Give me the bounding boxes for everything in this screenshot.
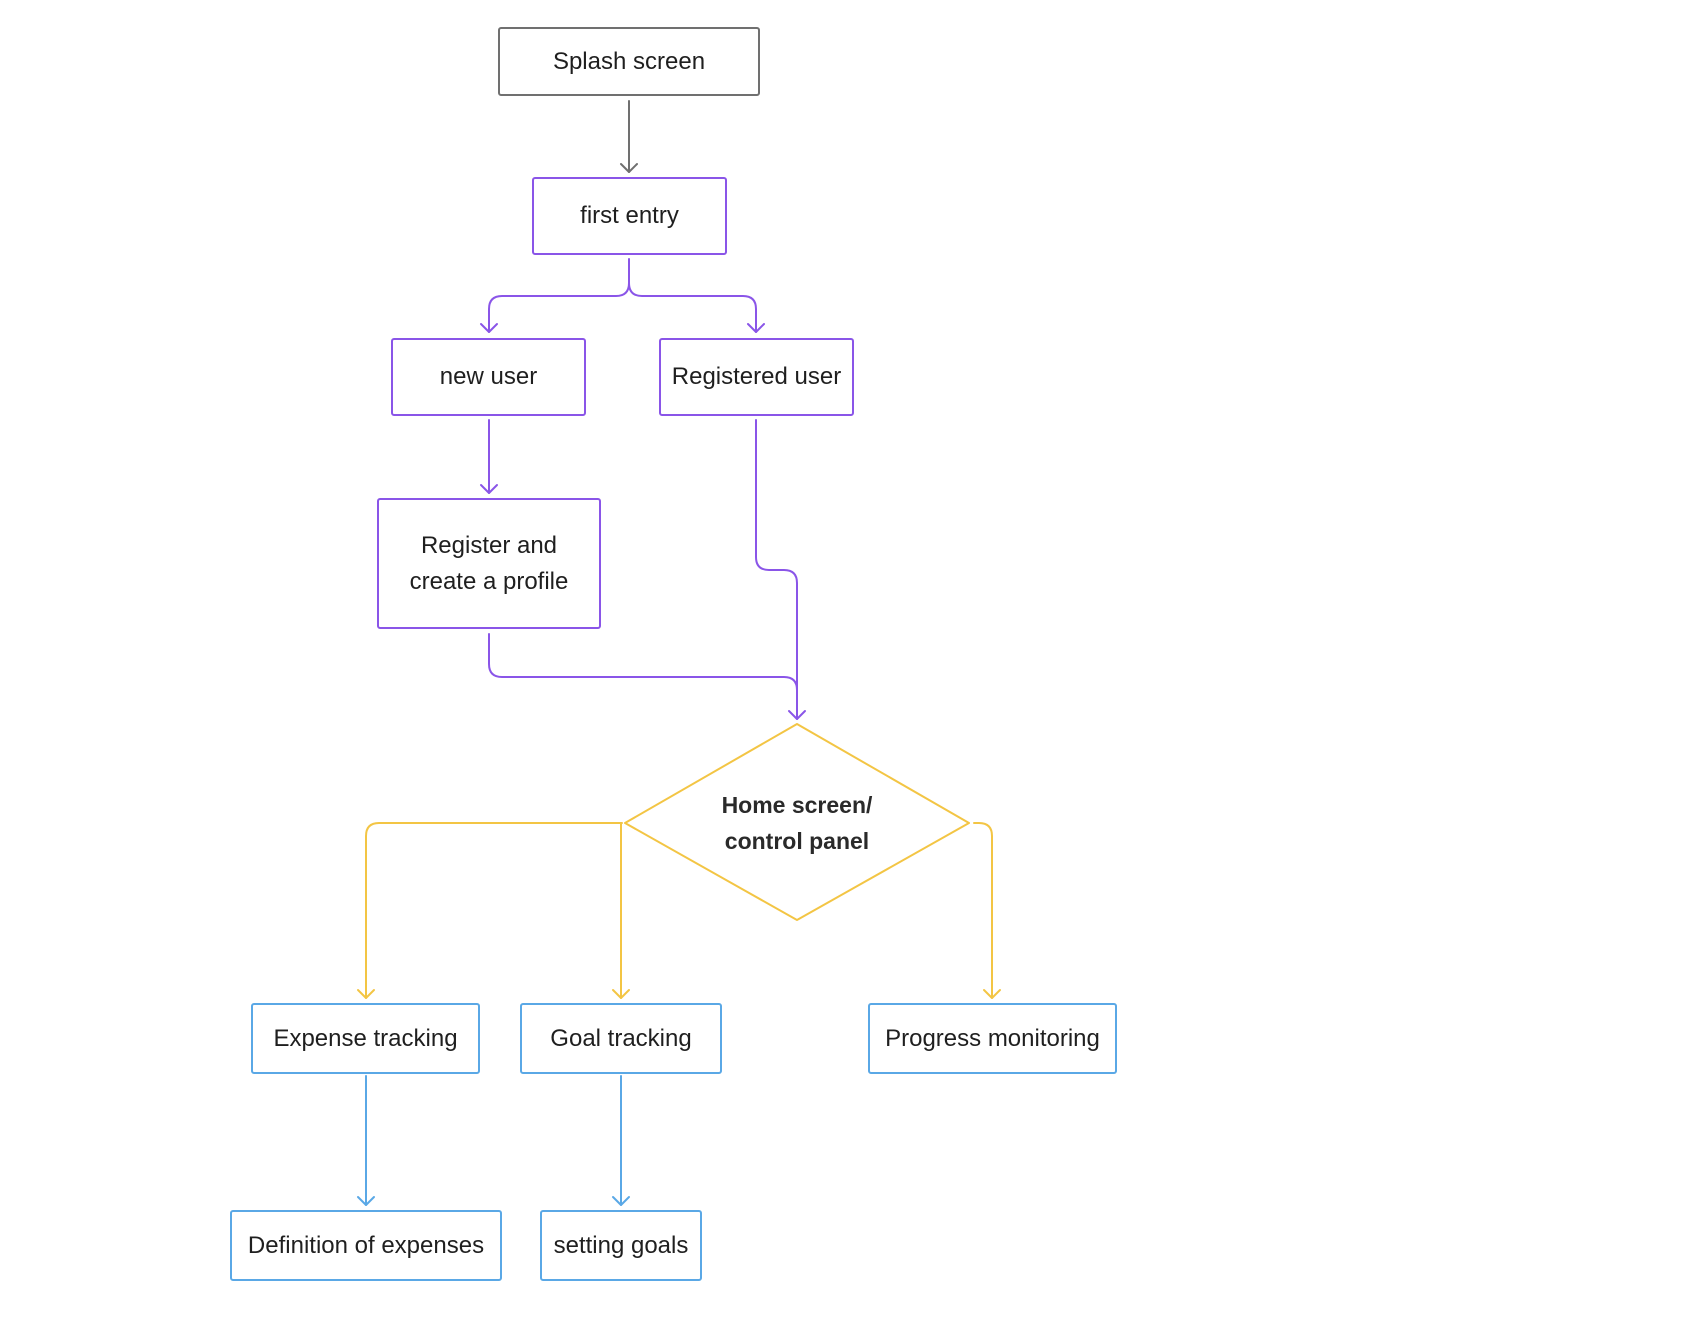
setting-goals-node[interactable]: setting goals [540, 1210, 702, 1281]
expense-tracking-label: Expense tracking [273, 1024, 458, 1052]
expense-tracking-node[interactable]: Expense tracking [251, 1003, 480, 1074]
splash-screen-node[interactable]: Splash screen [498, 27, 760, 96]
setting-goals-label: setting goals [553, 1231, 689, 1259]
new-user-node[interactable]: new user [391, 338, 586, 416]
register-profile-label-line1: Register and [420, 531, 558, 559]
connector-first-entry-split [480, 258, 765, 333]
home-label-line2: control panel [724, 828, 870, 854]
progress-monitoring-label: Progress monitoring [885, 1024, 1100, 1052]
home-label-line1: Home screen/ [721, 792, 873, 818]
new-user-label: new user [439, 363, 538, 390]
definition-of-expenses-label: Definition of expenses [247, 1231, 485, 1259]
goal-tracking-label: Goal tracking [550, 1024, 692, 1052]
connector-register-to-home [488, 633, 798, 691]
splash-screen-label: Splash screen [552, 47, 706, 75]
connector-home-branches [357, 822, 1001, 999]
registered-user-node[interactable]: Registered user [659, 338, 854, 416]
progress-monitoring-node[interactable]: Progress monitoring [868, 1003, 1117, 1074]
connector-splash-to-first-entry [620, 100, 638, 173]
home-decision-diamond[interactable] [624, 723, 970, 921]
goal-tracking-node[interactable]: Goal tracking [520, 1003, 722, 1074]
first-entry-node[interactable]: first entry [532, 177, 727, 255]
registered-user-label: Registered user [671, 363, 842, 390]
home-control-panel-label: Home screen/ control panel [677, 770, 917, 876]
register-profile-label-line2: create a profile [409, 567, 569, 595]
connector-tracking-to-subtasks [357, 1075, 630, 1206]
first-entry-label: first entry [580, 202, 679, 229]
definition-of-expenses-node[interactable]: Definition of expenses [230, 1210, 502, 1281]
connector-new-user-to-register [480, 419, 498, 494]
connector-registered-to-home [755, 419, 806, 720]
register-profile-node[interactable]: Register and create a profile [377, 498, 601, 629]
